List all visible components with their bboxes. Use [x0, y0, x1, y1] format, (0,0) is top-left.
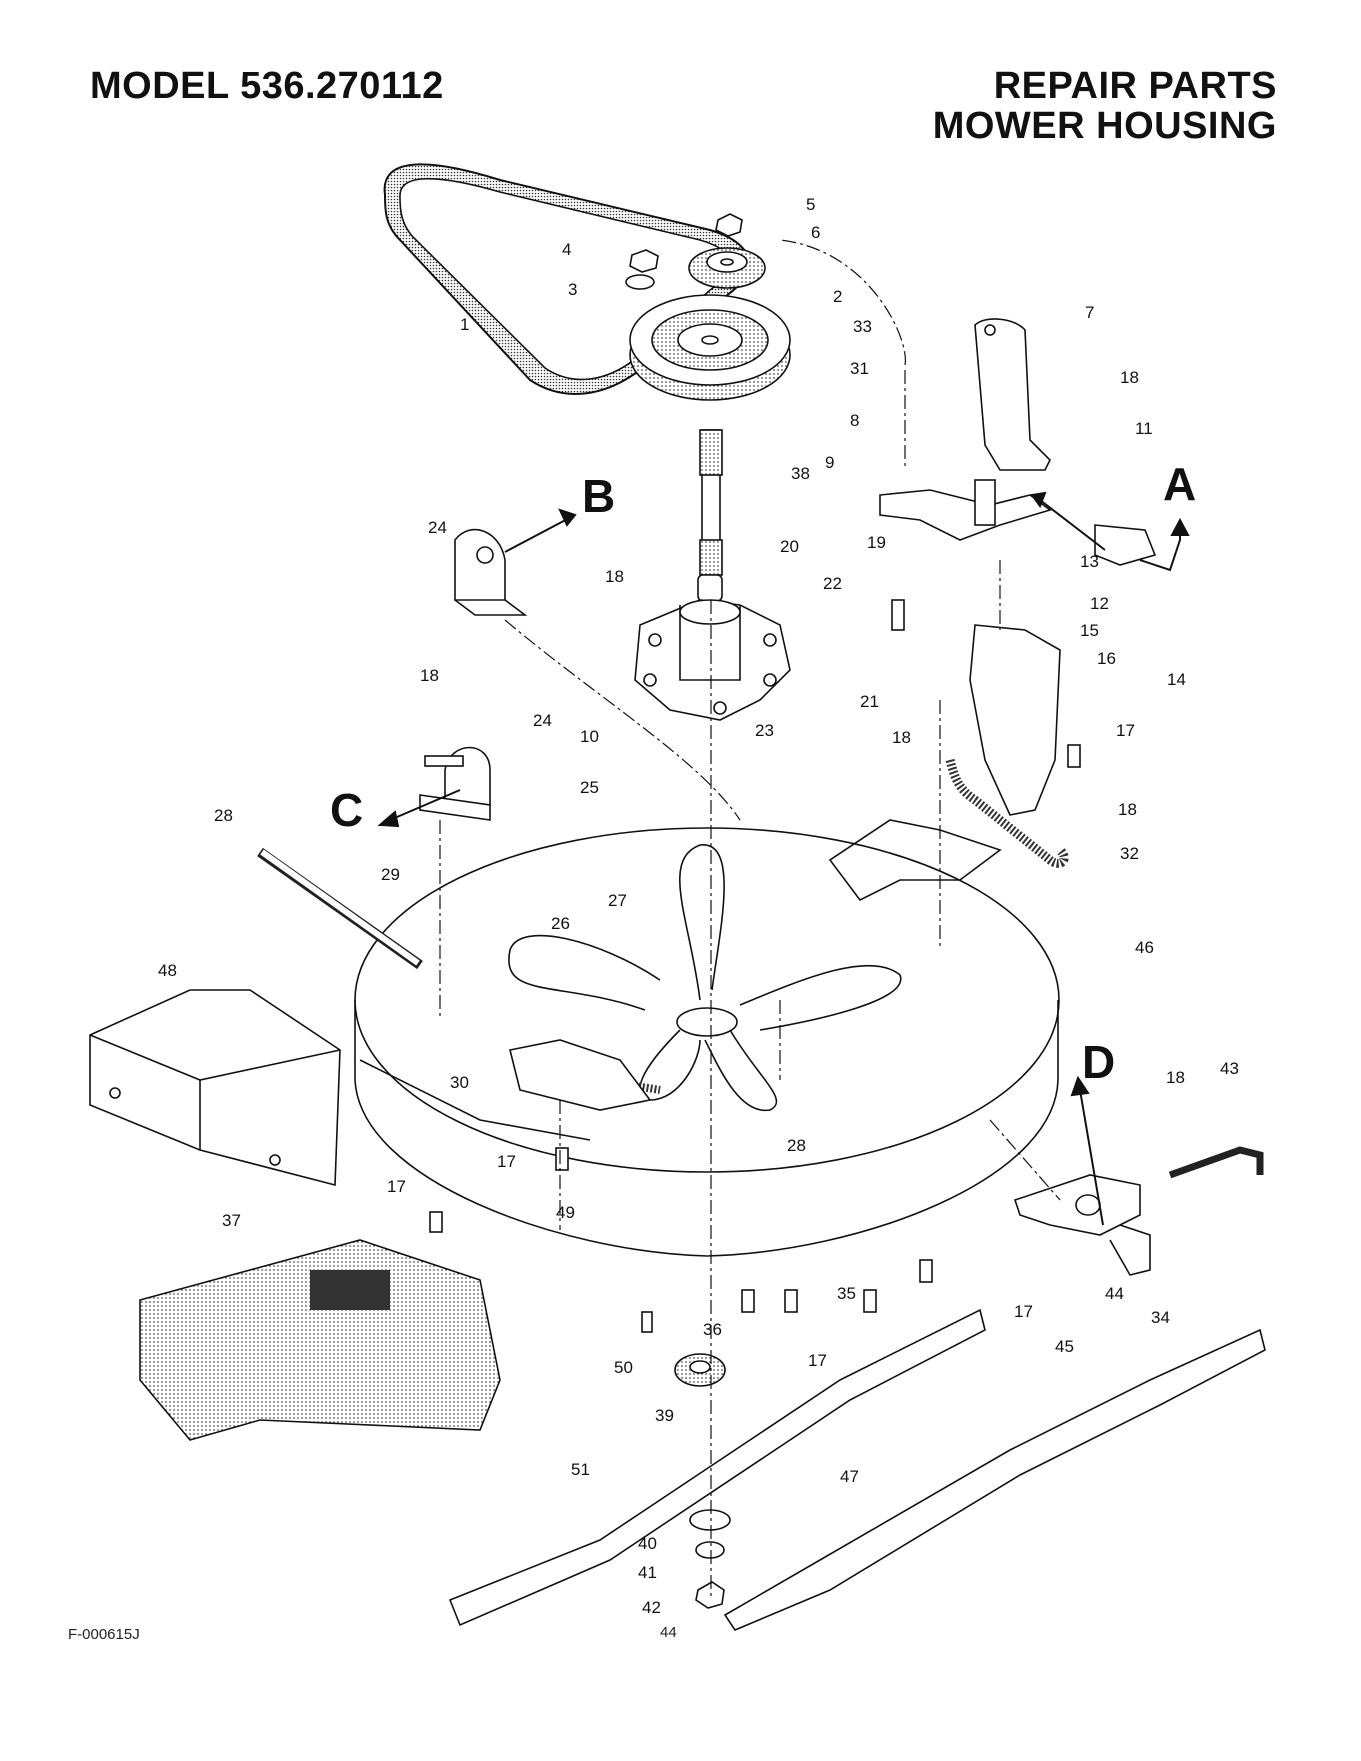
callout-37: 37: [222, 1211, 241, 1230]
alignment-lines: [440, 240, 1060, 1600]
callout-27: 27: [608, 891, 627, 910]
callout-18: 18: [420, 666, 439, 685]
view-label-d: D: [1082, 1036, 1115, 1088]
callout-17: 17: [1014, 1302, 1033, 1321]
callout-23: 23: [755, 721, 774, 740]
callout-30: 30: [450, 1073, 469, 1092]
callout-19: 19: [867, 533, 886, 552]
callout-46: 46: [1135, 938, 1154, 957]
discharge-chute: [90, 990, 340, 1185]
callout-36: 36: [703, 1320, 722, 1339]
view-label-b: B: [582, 470, 615, 522]
mulching-cover: [140, 1240, 500, 1440]
bracket-b: [455, 530, 525, 615]
callout-17: 17: [497, 1152, 516, 1171]
callout-16: 16: [1097, 649, 1116, 668]
callout-24: 24: [533, 711, 552, 730]
callout-31: 31: [850, 359, 869, 378]
callout-13: 13: [1080, 552, 1099, 571]
callout-8: 8: [850, 411, 859, 430]
callout-34: 34: [1151, 1308, 1170, 1327]
callout-1: 1: [460, 315, 469, 334]
callout-26: 26: [551, 914, 570, 933]
callout-28: 28: [214, 806, 233, 825]
callout-43: 43: [1220, 1059, 1239, 1078]
callout-45: 45: [1055, 1337, 1074, 1356]
callout-17: 17: [808, 1351, 827, 1370]
callout-5: 5: [806, 195, 815, 214]
callout-48: 48: [158, 961, 177, 980]
lift-arm: [975, 319, 1050, 470]
mower-blade-alternate: [725, 1330, 1265, 1630]
callout-3: 3: [568, 280, 577, 299]
callout-2: 2: [833, 287, 842, 306]
callout-28: 28: [787, 1136, 806, 1155]
callout-18: 18: [1120, 368, 1139, 387]
callout-44: 44: [1105, 1284, 1124, 1303]
callout-35: 35: [837, 1284, 856, 1303]
callout-24: 24: [428, 518, 447, 537]
callout-18: 18: [605, 567, 624, 586]
callout-40: 40: [638, 1534, 657, 1553]
adjustment-bracket: [970, 625, 1060, 815]
callout-11: 11: [1135, 419, 1153, 438]
callout-10: 10: [580, 727, 599, 746]
mower-pulley: [630, 295, 790, 400]
callout-33: 33: [853, 317, 872, 336]
callout-17: 17: [1116, 721, 1135, 740]
callout-41: 41: [638, 1563, 657, 1582]
callout-9: 9: [825, 453, 834, 472]
callout-7: 7: [1085, 303, 1094, 322]
callout-47: 47: [840, 1467, 859, 1486]
callout-29: 29: [381, 865, 400, 884]
callout-38: 38: [791, 464, 810, 483]
callout-25: 25: [580, 778, 599, 797]
callout-39: 39: [655, 1406, 674, 1425]
page-number: 44: [660, 1624, 677, 1641]
callout-22: 22: [823, 574, 842, 593]
callout-18: 18: [1118, 800, 1137, 819]
callout-20: 20: [780, 537, 799, 556]
callout-51: 51: [571, 1460, 590, 1479]
callout-32: 32: [1120, 844, 1139, 863]
callout-18: 18: [892, 728, 911, 747]
callout-17: 17: [387, 1177, 406, 1196]
view-label-a: A: [1163, 458, 1196, 510]
callout-42: 42: [642, 1598, 661, 1617]
callout-49: 49: [556, 1203, 575, 1222]
callout-6: 6: [811, 223, 820, 242]
figure-code: F-000615J: [68, 1626, 140, 1643]
callout-21: 21: [860, 692, 879, 711]
idler-bracket: [880, 490, 1050, 540]
callout-50: 50: [614, 1358, 633, 1377]
bracket-c: [420, 748, 490, 821]
rear-hanger: [1015, 1175, 1150, 1275]
mower-blade: [450, 1310, 985, 1625]
callout-15: 15: [1080, 621, 1099, 640]
callout-18: 18: [1166, 1068, 1185, 1087]
spindle-housing: [635, 600, 790, 720]
callout-12: 12: [1090, 594, 1109, 613]
idler-pulley: [689, 248, 765, 288]
mower-deck-housing: [355, 820, 1059, 1256]
callout-14: 14: [1167, 670, 1186, 689]
view-label-c: C: [330, 784, 363, 836]
callout-4: 4: [562, 240, 571, 259]
